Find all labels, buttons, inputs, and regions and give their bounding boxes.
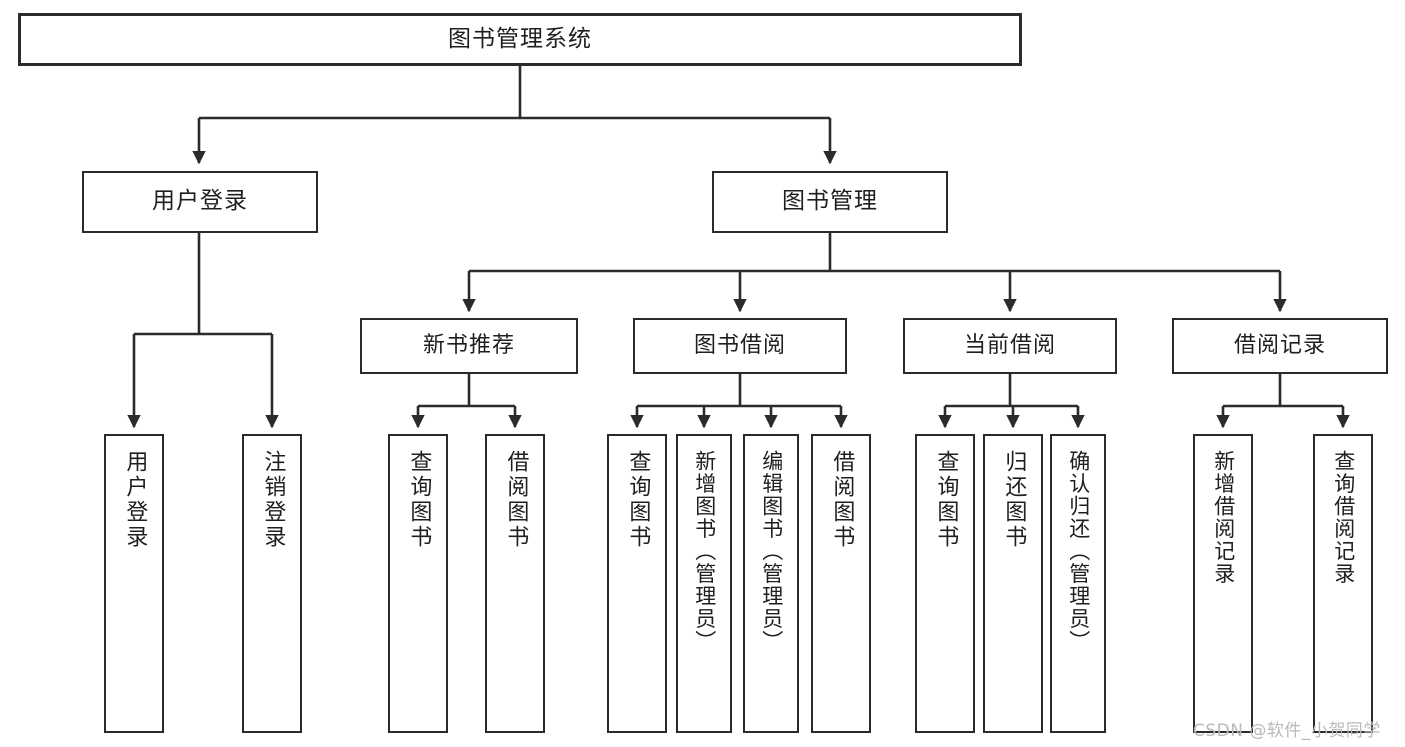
- node-leaf-query-book-1-label: 查询图书: [406, 450, 432, 550]
- node-leaf-query-book-2-label: 查询图书: [625, 450, 651, 550]
- node-current-borrow-label: 当前借阅: [963, 332, 1056, 358]
- node-leaf-borrow-book-2-label: 借阅图书: [829, 450, 855, 550]
- node-leaf-query-book-2[interactable]: 查询图书: [607, 434, 667, 733]
- node-book-manage[interactable]: 图书管理: [712, 171, 948, 233]
- node-leaf-borrow-book-1[interactable]: 借阅图书: [485, 434, 545, 733]
- node-leaf-logout-login[interactable]: 注销登录: [242, 434, 302, 733]
- node-root-label: 图书管理系统: [448, 25, 592, 52]
- node-leaf-borrow-book-2[interactable]: 借阅图书: [811, 434, 871, 733]
- node-leaf-borrow-book-1-label: 借阅图书: [503, 450, 529, 550]
- node-new-book-recommend-label: 新书推荐: [422, 332, 515, 358]
- node-leaf-add-book-label: 新增图书（管理员）: [692, 450, 717, 653]
- node-leaf-add-record-label: 新增借阅记录: [1211, 450, 1236, 585]
- node-leaf-user-login[interactable]: 用户登录: [104, 434, 164, 733]
- node-leaf-edit-book-label: 编辑图书（管理员）: [759, 450, 784, 653]
- node-leaf-edit-book[interactable]: 编辑图书（管理员）: [743, 434, 799, 733]
- node-leaf-return-book-label: 归还图书: [1001, 450, 1027, 550]
- node-leaf-return-book[interactable]: 归还图书: [983, 434, 1043, 733]
- node-leaf-query-record-label: 查询借阅记录: [1331, 450, 1356, 585]
- node-book-manage-label: 图书管理: [782, 188, 878, 215]
- node-leaf-query-record[interactable]: 查询借阅记录: [1313, 434, 1373, 733]
- node-leaf-confirm-return[interactable]: 确认归还（管理员）: [1050, 434, 1106, 733]
- node-leaf-query-book-3-label: 查询图书: [933, 450, 959, 550]
- node-leaf-query-book-1[interactable]: 查询图书: [388, 434, 448, 733]
- node-leaf-query-book-3[interactable]: 查询图书: [915, 434, 975, 733]
- node-leaf-add-book[interactable]: 新增图书（管理员）: [676, 434, 732, 733]
- node-user-login[interactable]: 用户登录: [82, 171, 318, 233]
- node-leaf-logout-login-label: 注销登录: [260, 450, 286, 550]
- node-borrow-record-label: 借阅记录: [1233, 332, 1326, 358]
- node-book-borrow-label: 图书借阅: [693, 332, 786, 358]
- node-borrow-record[interactable]: 借阅记录: [1172, 318, 1388, 374]
- node-leaf-user-login-label: 用户登录: [122, 450, 148, 550]
- node-root-system[interactable]: 图书管理系统: [18, 13, 1022, 66]
- node-user-login-label: 用户登录: [152, 188, 248, 215]
- node-current-borrow[interactable]: 当前借阅: [903, 318, 1117, 374]
- node-leaf-confirm-return-label: 确认归还（管理员）: [1066, 450, 1091, 653]
- node-book-borrow[interactable]: 图书借阅: [633, 318, 847, 374]
- node-leaf-add-record[interactable]: 新增借阅记录: [1193, 434, 1253, 733]
- node-new-book-recommend[interactable]: 新书推荐: [360, 318, 578, 374]
